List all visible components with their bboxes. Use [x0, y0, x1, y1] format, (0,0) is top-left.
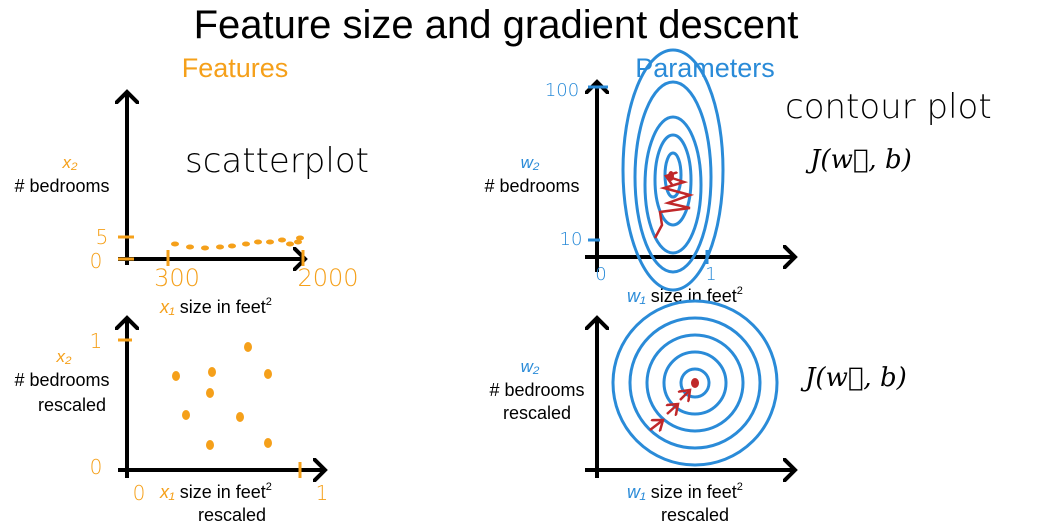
x-tick-1: 1 [316, 481, 329, 505]
scatter-point [201, 245, 209, 251]
x-tick-0: 0 [133, 481, 146, 505]
contour-line [653, 133, 693, 227]
contour-line [621, 48, 725, 292]
y-tick-100: 100 [545, 80, 579, 101]
y-label: # bedrooms [14, 176, 109, 196]
contour-line [643, 115, 703, 255]
x-axis-label: w₁ size in feet2 [627, 481, 743, 502]
x-label-rescaled: rescaled [661, 505, 729, 525]
scatter-point [172, 371, 180, 381]
y-label: # bedrooms [484, 176, 579, 196]
x-axis-label: x₁ size in feet2 [159, 296, 272, 317]
y-tick-10: 10 [560, 229, 583, 250]
y-var: x₂ [62, 153, 79, 172]
features-heading: Features [182, 53, 289, 83]
contour-line [679, 367, 711, 399]
contour-line [611, 299, 779, 467]
scatter-point [182, 410, 190, 420]
cost-function-label: J(w⃗, b) [800, 363, 907, 393]
gradient-descent-path [680, 390, 690, 400]
scatter-point [206, 440, 214, 450]
scatter-point [296, 235, 304, 241]
x-tick-1: 1 [705, 264, 716, 285]
scatter-point [208, 367, 216, 377]
contour-line [662, 350, 728, 416]
scatter-point [206, 388, 214, 398]
scatter-point [286, 241, 294, 247]
minimum-point [668, 171, 674, 181]
y-label-rescaled: rescaled [38, 395, 106, 415]
scatterplot-rescaled: x₂ # bedrooms rescaled 1 0 0 1 x₁ size i… [14, 318, 328, 525]
scatter-point [264, 369, 272, 379]
minimum-point [691, 378, 699, 388]
y-label-rescaled: rescaled [503, 403, 571, 423]
scatter-point [242, 241, 250, 247]
scatter-point [264, 438, 272, 448]
scatter-point [244, 342, 252, 352]
x-tick-2000: 2000 [297, 264, 358, 292]
x-tick-0: 0 [595, 264, 606, 285]
x-axis-label: w₁ size in feet2 [627, 285, 743, 306]
contour-line [628, 316, 762, 450]
contour-line [633, 80, 713, 274]
y-label: # bedrooms [489, 380, 584, 400]
x-label-rescaled: rescaled [198, 505, 266, 525]
scatter-point [216, 244, 224, 250]
scatter-point [186, 244, 194, 250]
scatter-point [171, 241, 179, 247]
contour-line [645, 333, 745, 433]
y-tick-0: 0 [90, 455, 103, 479]
gradient-descent-path [653, 176, 695, 239]
contour-plot-rescaled: J(w⃗, b) w₂ # bedrooms rescaled w₁ size … [489, 299, 907, 525]
y-var: w₂ [521, 357, 540, 376]
y-var: x₂ [56, 347, 73, 366]
y-tick-5: 5 [96, 225, 109, 249]
scatter-points [171, 235, 304, 251]
cost-function-label: J(w⃗, b) [805, 145, 912, 175]
y-tick-0: 0 [90, 249, 103, 273]
scatter-point [266, 239, 274, 245]
scatter-point [278, 237, 286, 243]
contour-plot-label: contour plot [785, 87, 992, 127]
scatter-points [172, 342, 272, 450]
slide-title: Feature size and gradient descent [194, 3, 799, 47]
scatterplot-label: scatterplot [185, 141, 369, 181]
y-tick-1: 1 [90, 329, 103, 353]
scatterplot-original: scatterplot x₂ # bedrooms 5 0 300 2000 x… [14, 92, 369, 317]
x-tick-300: 300 [154, 264, 200, 292]
scatter-point [228, 243, 236, 249]
scatter-point [294, 239, 302, 245]
y-label: # bedrooms [14, 370, 109, 390]
scatter-point [236, 412, 244, 422]
contour-plot-original: contour plot J(w⃗, b) w₂ # bedrooms 100 … [484, 48, 992, 306]
scatter-point [254, 239, 262, 245]
x-axis-label: x₁ size in feet2 [159, 481, 272, 502]
y-var: w₂ [521, 153, 540, 172]
